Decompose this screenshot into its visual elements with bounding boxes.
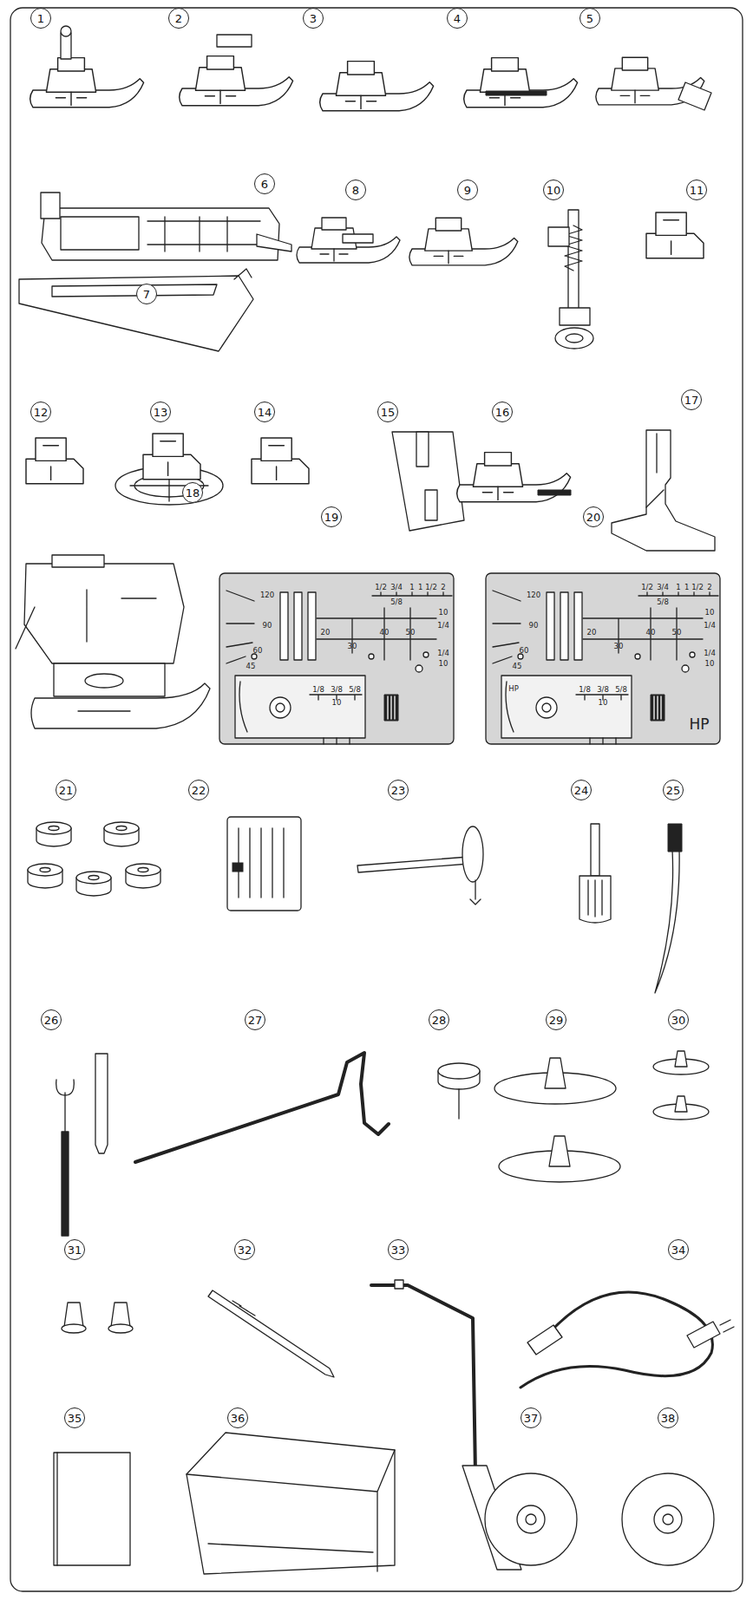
plate-marking: 10 (705, 660, 715, 668)
callout-number: 29 (545, 1009, 567, 1031)
plate-marking: 45 (512, 662, 523, 671)
callout-number: 12 (30, 401, 52, 423)
callout-number: 25 (662, 779, 684, 801)
plate-marking: 3/8 (330, 686, 343, 695)
plate-marking: 30 (347, 642, 358, 651)
callout-number: 33 (387, 1239, 409, 1261)
plate-marking: 90 (262, 622, 273, 630)
callout-number: 7 (136, 283, 158, 305)
callout-number: 23 (387, 779, 409, 801)
plate-marking: 20 (320, 628, 331, 637)
callout-number: 14 (254, 401, 276, 423)
callout-number: 1 (30, 7, 52, 29)
plate-marking: 5/8 (615, 686, 628, 695)
callout-number: 10 (543, 179, 564, 201)
plate-marking: 5/8 (348, 686, 361, 695)
plate-marking: 1/2 (641, 583, 654, 592)
plate-marking: 1/4 (703, 649, 716, 658)
plate-marking: HP (508, 685, 519, 694)
callout-number: 35 (64, 1407, 86, 1429)
plate-marking: 120 (526, 591, 541, 600)
plate-marking: 60 (519, 647, 530, 655)
plate-marking: 3/8 (596, 686, 609, 695)
plate-marking: 1 1/2 (684, 583, 704, 592)
plate-marking: 10 (438, 608, 449, 617)
callout-number: 34 (667, 1239, 689, 1261)
callout-number: 11 (686, 179, 708, 201)
plate-marking: 1/4 (437, 649, 450, 658)
plate-marking: 30 (614, 642, 624, 651)
callout-number: 20 (582, 506, 604, 528)
plate-marking: 40 (379, 628, 390, 637)
callout-number: 21 (55, 779, 77, 801)
plate-marking: 90 (529, 622, 539, 630)
plate-marking: HP (688, 717, 709, 733)
callout-number: 9 (457, 179, 478, 201)
callout-number: 13 (150, 401, 171, 423)
callout-number: 6 (254, 173, 276, 195)
callout-number: 27 (244, 1009, 266, 1031)
callout-number: 32 (234, 1239, 256, 1261)
plate-marking: 5/8 (656, 598, 669, 607)
plate-marking: 1 1/2 (418, 583, 438, 592)
plate-marking: 1 (409, 583, 414, 592)
callout-number: 17 (680, 389, 702, 411)
plate-marking: 50 (672, 628, 682, 637)
plate-marking: 40 (646, 628, 656, 637)
callout-number: 15 (377, 401, 399, 423)
callout-number: 28 (428, 1009, 450, 1031)
callout-number: 36 (227, 1407, 249, 1429)
callout-number: 37 (520, 1407, 542, 1429)
plate-marking: 10 (438, 660, 449, 668)
plate-marking: 1/8 (312, 686, 325, 695)
callout-number: 4 (446, 7, 468, 29)
callout-number: 3 (302, 7, 324, 29)
plate-marking: 3/4 (390, 583, 403, 592)
callout-number: 26 (40, 1009, 62, 1031)
callout-number: 22 (188, 779, 210, 801)
plate-marking: 5/8 (390, 598, 403, 607)
callout-number: 19 (320, 506, 342, 528)
callout-number: 5 (579, 7, 601, 29)
plate-marking: 2 (707, 583, 712, 592)
callout-number: 24 (570, 779, 592, 801)
callout-number: 31 (64, 1239, 86, 1261)
plate-marking: 1 (675, 583, 681, 592)
plate-marking: 60 (253, 647, 263, 655)
plate-marking: 1/2 (374, 583, 387, 592)
callout-number: 30 (667, 1009, 689, 1031)
plate-marking: 1/8 (578, 686, 591, 695)
callout-number: 2 (168, 7, 190, 29)
plate-marking: 120 (260, 591, 275, 600)
plate-marking: 10 (332, 699, 342, 708)
plate-marking: 2 (440, 583, 446, 592)
plate-marking: 45 (246, 662, 256, 671)
plate-marking: 3/4 (656, 583, 669, 592)
plate-marking: 1/4 (703, 622, 716, 630)
callout-number: 18 (182, 482, 203, 504)
callout-number: 8 (345, 179, 367, 201)
callout-number: 16 (491, 401, 513, 423)
plate-marking: 20 (587, 628, 597, 637)
plate-marking: 1/4 (437, 622, 450, 630)
plate-marking: 50 (405, 628, 416, 637)
plate-marking: 10 (598, 699, 609, 708)
plate-marking: 10 (705, 608, 715, 617)
callout-number: 38 (657, 1407, 679, 1429)
